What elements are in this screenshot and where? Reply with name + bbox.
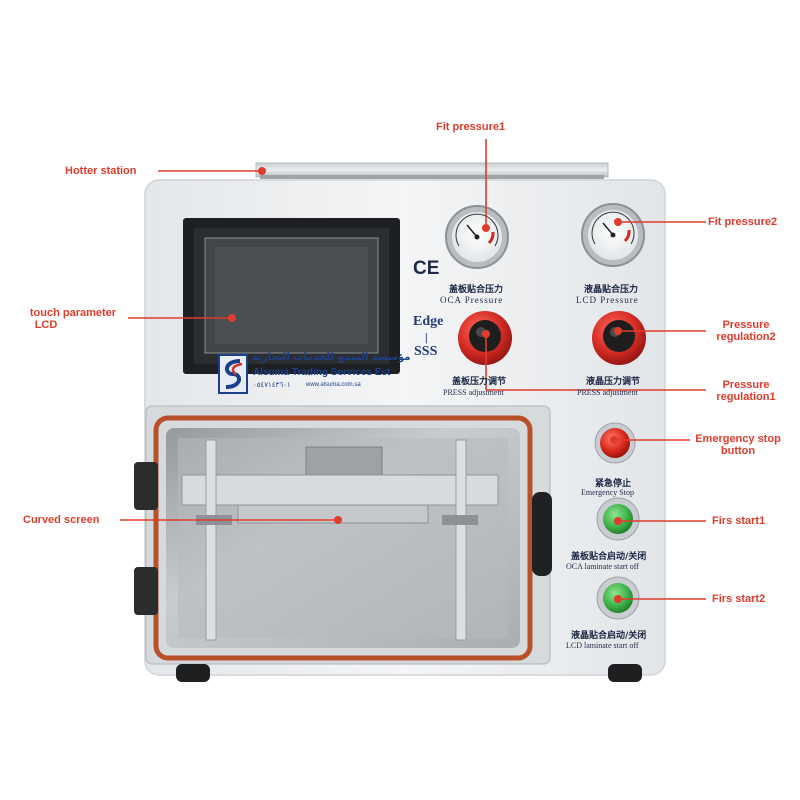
callout-firs-start1: Firs start1 <box>712 515 766 527</box>
callout-pressure-reg2: Pressure regulation2 <box>706 319 786 343</box>
ce-mark: CE <box>413 258 440 279</box>
lcd-start-label-en: LCD laminate start off <box>566 641 639 650</box>
oca-start-label-cn: 盖板贴合启动/关闭 <box>571 552 647 562</box>
company-name: Alsuma Trading Services Est <box>253 367 391 378</box>
press2-label-en: PRESS adjustment <box>577 388 638 397</box>
oca-start-label-en: OCA laminate start off <box>566 562 639 571</box>
callout-pressure-reg1-line2: regulation1 <box>716 391 776 403</box>
door-handle[interactable] <box>532 492 552 576</box>
callout-curved-screen: Curved screen <box>23 514 100 526</box>
callout-fit-pressure1: Fit pressure1 <box>436 121 506 133</box>
lcd-gauge-label-cn: 液晶贴合压力 <box>584 285 639 295</box>
lcd-gauge-label-en: LCD Pressure <box>576 295 639 305</box>
press1-label-cn: 盖板压力调节 <box>452 377 507 387</box>
door-hinges <box>134 462 158 615</box>
callout-pressure-reg2-line1: Pressure <box>722 319 770 331</box>
callout-emergency-line1: Emergency stop <box>695 433 781 445</box>
company-web: www.alsuma.com.sa <box>306 382 361 388</box>
brand-edge: Edge <box>413 314 444 329</box>
oca-pressure-gauge <box>445 205 509 269</box>
oca-gauge-label-cn: 盖板贴合压力 <box>449 285 504 295</box>
touch-lcd[interactable] <box>183 218 400 374</box>
foot-right <box>608 664 642 682</box>
callout-touch-lcd-line2: LCD <box>34 319 58 331</box>
vacuum-chamber <box>145 405 551 665</box>
company-phone: ٠٥٤٧١٤٣٦٠١ <box>253 381 291 389</box>
brand-bar: | <box>425 330 428 344</box>
emergency-label-cn: 紧急停止 <box>595 479 632 489</box>
callout-pressure-reg1: Pressure regulation1 <box>704 379 788 403</box>
press1-label-en: PRESS adjustment <box>443 388 504 397</box>
callout-pressure-reg1-line1: Pressure <box>722 379 770 391</box>
callout-touch-lcd: touch parameter LCD <box>18 307 128 331</box>
lcd-pressure-gauge <box>581 203 645 267</box>
callout-fit-pressure2: Fit pressure2 <box>708 216 778 228</box>
company-arabic: مؤسسة السمع للخدمات التجارية <box>252 352 411 363</box>
press2-label-cn: 液晶压力调节 <box>586 377 641 387</box>
callout-leaders <box>120 139 706 603</box>
press-adjust-knob-1[interactable] <box>458 311 512 365</box>
emergency-label-en: Emergency Stop <box>581 488 634 497</box>
callout-touch-lcd-line1: touch parameter <box>29 307 117 319</box>
callout-emergency-stop: Emergency stop button <box>686 433 790 457</box>
callout-emergency-line2: button <box>720 445 756 457</box>
press-adjust-knob-2[interactable] <box>592 311 646 365</box>
brand-sss: SSS <box>414 344 438 359</box>
lcd-start-label-cn: 液晶贴合启动/关闭 <box>571 631 647 641</box>
callout-hotter-station: Hotter station <box>65 165 137 177</box>
company-logo <box>218 354 248 394</box>
hotter-station-plate <box>255 162 609 178</box>
callout-pressure-reg2-line2: regulation2 <box>716 331 776 343</box>
foot-left <box>176 664 210 682</box>
oca-gauge-label-en: OCA Pressure <box>440 295 504 305</box>
callout-firs-start2: Firs start2 <box>712 593 766 605</box>
